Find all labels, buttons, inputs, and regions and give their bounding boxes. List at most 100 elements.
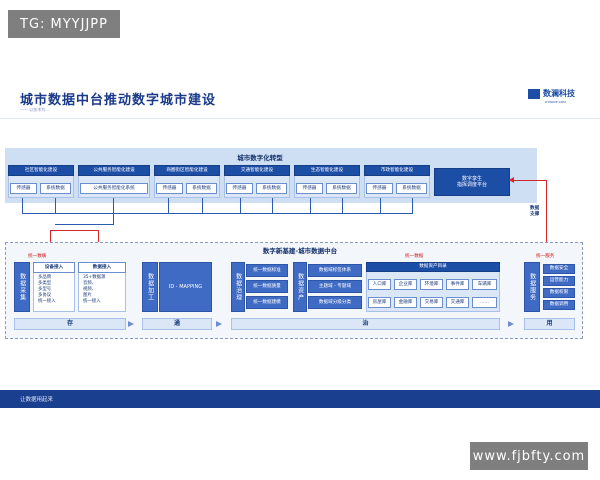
footer-text: 让数据用起来 [20,397,54,403]
connector-line [22,213,413,214]
data-access-list: 35+数据源 音频、 视频、 图片 统一接入 [83,275,105,305]
library-box: 人口库 [368,279,391,290]
list-item: 统一接入 [83,298,101,304]
library-box: 企业库 [394,279,417,290]
connector-line [113,198,114,225]
step-connect: 通 [142,318,212,330]
list-item: 多协议 [38,292,52,298]
arrow-icon [216,321,222,327]
service-item: 数据权限 [543,288,575,298]
library-box: 车辆库 [472,279,497,290]
label-unified-data: 统一数据 [405,254,424,259]
logo-text: 数澜科技 [543,89,575,98]
service-item: 运营能力 [543,276,575,286]
list-item: 音频、 [83,280,97,286]
platform-title: 数字新基建-城市数据中台 [262,247,338,255]
step-govern: 治 [231,318,500,330]
data-support-label: 数据 支撑 [530,206,540,217]
connector-line [55,224,113,225]
step-use: 用 [524,318,575,330]
logo-icon [528,88,540,99]
watermark-top: TG: MYYJJPP [8,10,120,38]
watermark-bottom: www.fjbfty.com [470,442,588,470]
connector-line [412,198,413,214]
data-access-title: 数据接入 [78,262,126,273]
service-label: 数据服务 [524,262,540,312]
list-item: 视频、 [83,286,97,292]
arrow-icon [509,177,514,183]
list-item: 多类型 [38,280,52,286]
processing-label: 数据加工 [142,262,158,312]
step-store: 存 [14,318,126,330]
sector-title: 交通智能化建设 [224,165,290,176]
slide-title: 城市数据中台推动数字城市建设 [20,93,217,108]
collection-label: 数据采集 [14,262,30,312]
library-box: 金融库 [394,297,417,308]
device-access-title: 设备接入 [33,262,75,273]
governance-item: 统一数据建模 [246,296,288,309]
id-mapping-box: ID - MAPPING [159,262,212,312]
library-box: 交通库 [446,297,469,308]
sensor-box: 传感器 [296,183,323,194]
sensor-box: 传感器 [156,183,183,194]
slide-subtitle: —— 以技术为... [20,107,50,112]
label-unified-service: 统一服务 [536,254,555,259]
logo-subtext: DTWAVE.COM [545,100,566,104]
red-connector [50,230,98,231]
library-box: 房屋库 [368,297,391,308]
connector-line [22,198,23,214]
library-box: 交易库 [420,297,443,308]
sector-title: 社区智能化建设 [8,165,74,176]
digital-twin-platform: 数字孪生 指挥调度平台 [434,168,510,196]
asset-item: 数据域分级分类 [308,296,362,309]
public-system-box: 公共服务智能化系统 [80,183,148,194]
system-data-box: 系统数据 [186,183,217,194]
connector-line [240,198,241,214]
sector-title: 市政智能化建设 [364,165,430,176]
library-box: 事件库 [446,279,469,290]
assets-label: 数据资产 [293,262,307,312]
sensor-box: 传感器 [226,183,253,194]
connector-line [272,198,273,214]
sector-title: 生态智能化建设 [294,165,360,176]
arrow-icon [128,321,134,327]
list-item: 统一接入 [38,298,56,304]
system-data-box: 系统数据 [40,183,71,194]
asset-item: 主题域 - 专题域 [308,280,362,293]
label-unified-collect: 统一数联 [28,254,47,259]
governance-item: 统一数据标准 [246,264,288,277]
governance-label: 数据治理 [231,262,245,312]
sector-title: 公共服务智能化建设 [78,165,150,176]
library-box: 环境库 [420,279,443,290]
service-item: 数据安全 [543,264,575,274]
system-data-box: 系统数据 [256,183,287,194]
header-divider [0,118,600,119]
sector-title: 商圈街区智能化建设 [154,165,220,176]
device-access-list: 多品牌 多类型 多型号 多协议 统一接入 [38,275,56,305]
connector-line [380,198,381,214]
logo: 数澜科技 [528,88,575,99]
list-item: 35+数据源 [83,275,106,280]
connector-line [168,198,169,214]
service-item: 数据调用 [543,300,575,310]
footer-bar [0,390,600,408]
system-data-box: 系统数据 [326,183,357,194]
connector-line [55,198,56,214]
governance-item: 统一数据质量 [246,280,288,293]
asset-catalog-title: 数据资产目录 [366,262,500,272]
sensor-box: 传感器 [10,183,37,194]
red-connector [546,180,547,254]
system-data-box: 系统数据 [396,183,427,194]
list-item: 图片 [83,292,92,298]
list-item: 多品牌 [38,275,52,280]
connector-line [202,198,203,214]
list-item: 多型号 [38,286,52,292]
sensor-box: 传感器 [366,183,393,194]
transformation-title: 城市数字化转型 [237,154,283,162]
asset-item: 数据域标签体系 [308,264,362,277]
library-box: …… [472,297,497,308]
connector-line [342,198,343,214]
red-connector [512,180,547,181]
connector-line [310,198,311,214]
arrow-icon [508,321,514,327]
